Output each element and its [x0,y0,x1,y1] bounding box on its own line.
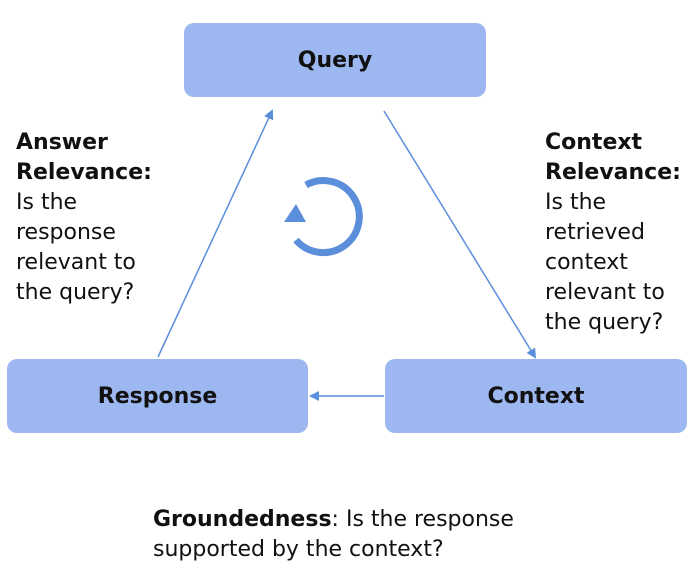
response-node: Response [7,359,308,433]
context-relevance-note: Context Relevance: Is the retrieved cont… [545,128,695,338]
circular-arrow-icon [284,177,363,257]
answer-relevance-line: Is the [16,190,78,215]
context-relevance-line: the query? [545,310,664,335]
context-node: Context [385,359,687,433]
context-label: Context [487,383,585,409]
answer-relevance-term-1: Answer [16,130,108,155]
edge-response-to-query [157,109,274,358]
context-relevance-line: context [545,250,628,275]
context-relevance-line: relevant to [545,280,665,305]
answer-relevance-line: relevant to [16,250,136,275]
groundedness-term: Groundedness [153,507,332,532]
context-relevance-term-2: Relevance: [545,160,681,185]
answer-relevance-note: Answer Relevance: Is the response releva… [16,128,176,308]
answer-relevance-term-2: Relevance: [16,160,152,185]
groundedness-line-1: Groundedness: Is the response [153,505,573,535]
context-relevance-line: Is the [545,190,607,215]
groundedness-note: Groundedness: Is the response supported … [153,505,573,565]
groundedness-desc-1: : Is the response [331,507,514,532]
query-node: Query [184,23,486,97]
groundedness-desc-2: supported by the context? [153,537,444,562]
edge-query-to-context [383,110,537,359]
query-label: Query [297,47,373,73]
context-relevance-line: retrieved [545,220,645,245]
response-label: Response [97,383,218,409]
answer-relevance-line: the query? [16,280,135,305]
answer-relevance-line: response [16,220,116,245]
context-relevance-term-1: Context [545,130,643,155]
